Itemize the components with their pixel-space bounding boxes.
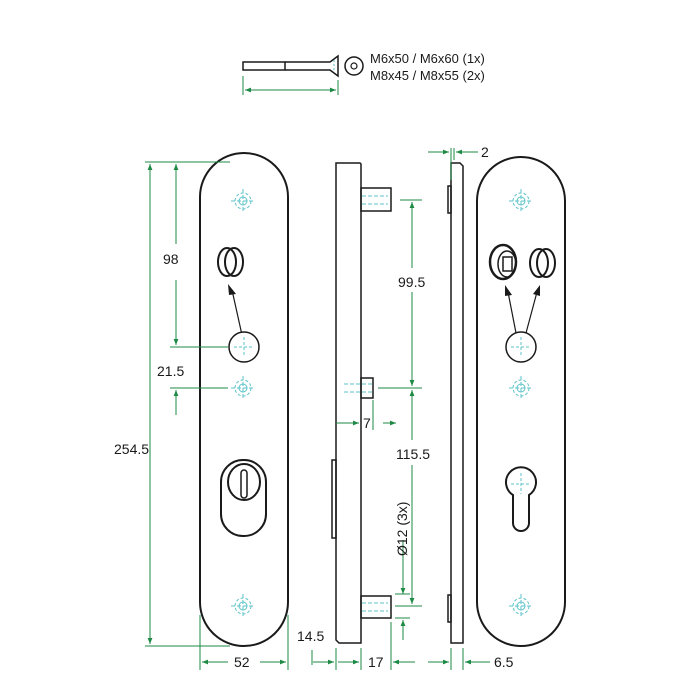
front-plate bbox=[199, 152, 289, 647]
cylinder-guard-icon bbox=[220, 459, 267, 537]
dim-52: 52 bbox=[234, 654, 250, 670]
dim-98: 98 bbox=[163, 251, 179, 267]
dim-99-5: 99.5 bbox=[398, 274, 425, 290]
front-dimensions bbox=[145, 161, 289, 670]
dim-254-5: 254.5 bbox=[114, 441, 149, 457]
back-plate bbox=[476, 156, 566, 647]
rosette-cap-icon bbox=[217, 247, 244, 277]
dim-2: 2 bbox=[481, 144, 489, 160]
mounting-hole-mark-icon bbox=[230, 188, 256, 214]
mounting-hole-mark-icon bbox=[508, 375, 534, 401]
back-plate-side bbox=[447, 162, 464, 644]
side-dimensions bbox=[311, 148, 490, 670]
mounting-hole-mark-icon bbox=[230, 375, 256, 401]
mounting-hole-mark-icon bbox=[508, 188, 534, 214]
dim-6-5: 6.5 bbox=[494, 654, 514, 670]
dim-17: 17 bbox=[368, 654, 384, 670]
rosette-cap-icon bbox=[529, 248, 556, 278]
dim-diameter: Ø12 (3x) bbox=[394, 502, 410, 556]
dim-21-5: 21.5 bbox=[157, 363, 184, 379]
keyhole-cutout-icon bbox=[505, 466, 537, 532]
mounting-hole-mark-icon bbox=[508, 593, 534, 619]
threaded-insert-icon bbox=[488, 243, 518, 281]
side-plate bbox=[331, 162, 392, 644]
screw-illustration bbox=[242, 54, 364, 95]
dim-115-5: 115.5 bbox=[396, 446, 430, 462]
screw-spec-1: M6x50 / M6x60 (1x) bbox=[370, 51, 485, 66]
dim-14-5: 14.5 bbox=[297, 628, 324, 644]
screw-spec-2: M8x45 / M8x55 (2x) bbox=[370, 68, 485, 83]
mounting-hole-mark-icon bbox=[230, 593, 256, 619]
dim-7: 7 bbox=[363, 415, 371, 431]
